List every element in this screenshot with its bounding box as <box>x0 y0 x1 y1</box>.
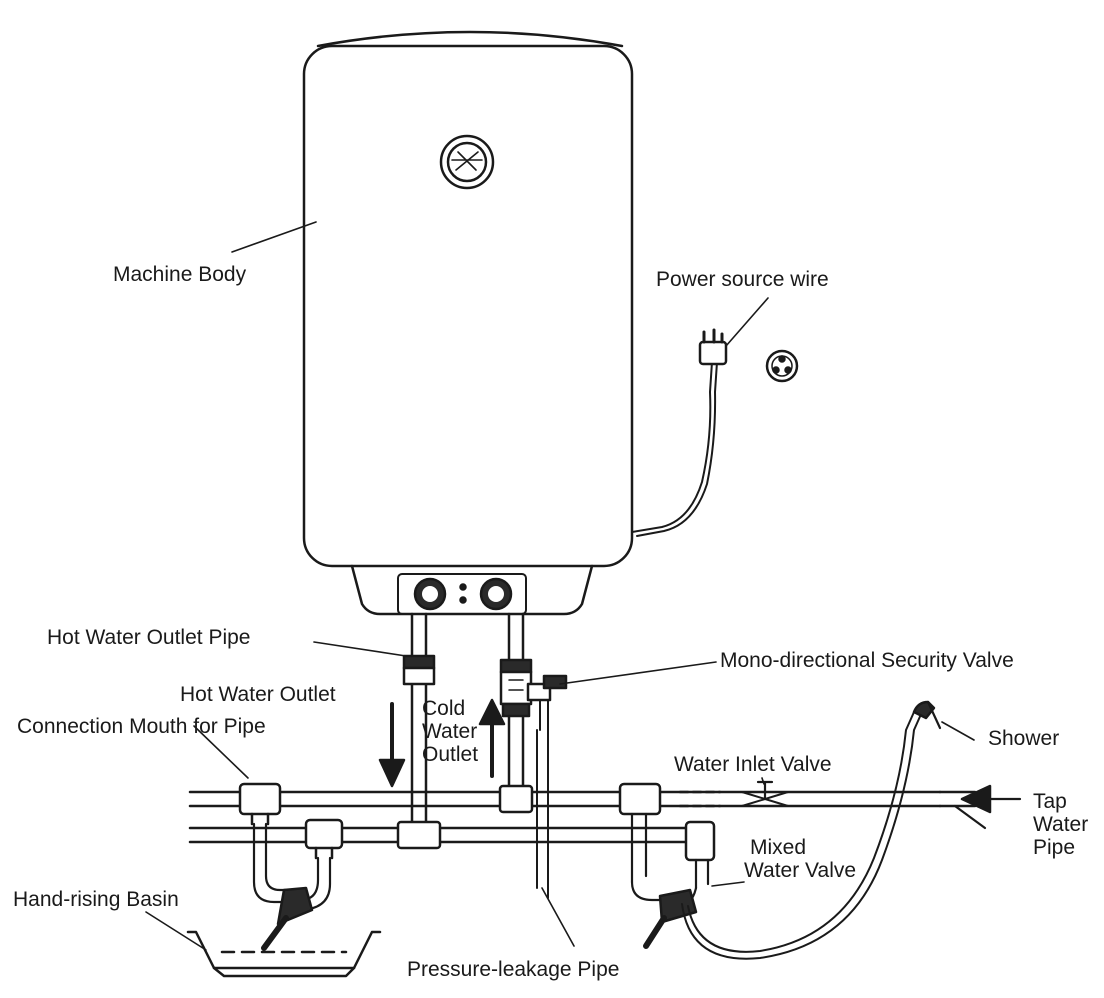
leader-connection-mouth <box>193 725 249 779</box>
power-cord <box>631 328 728 537</box>
label-hot-water-outlet: Hot Water Outlet <box>180 683 336 706</box>
hot-water-supply-pipe <box>188 820 688 850</box>
leader-lines <box>145 221 975 951</box>
label-cold-water-outlet: Cold Water Outlet <box>422 697 478 766</box>
label-pressure-leakage-pipe: Pressure-leakage Pipe <box>407 958 620 981</box>
security-valve <box>526 674 568 731</box>
label-power-source-wire: Power source wire <box>656 268 829 291</box>
label-mono-directional-security-valve: Mono-directional Security Valve <box>720 649 1014 672</box>
connection-mouth-left <box>238 782 344 860</box>
label-cold-water-outlet-line-1: Cold <box>422 697 466 720</box>
label-tap-water-pipe-line-3: Pipe <box>1033 836 1076 859</box>
label-hot-water-outlet-pipe: Hot Water Outlet Pipe <box>47 626 251 649</box>
hand-rising-basin <box>186 930 382 978</box>
label-tap-water-pipe-line-2: Water <box>1033 813 1089 836</box>
label-machine-body: Machine Body <box>113 263 247 286</box>
shower-head <box>912 700 942 730</box>
leader-hand-rising-basin <box>145 911 207 951</box>
water-inlet-valve <box>678 780 789 808</box>
power-socket <box>765 349 799 383</box>
label-mixed-water-valve: Mixed Water Valve <box>744 836 856 882</box>
leader-water-inlet-valve <box>761 777 765 785</box>
leader-security-valve <box>559 661 717 685</box>
label-cold-water-outlet-line-2: Water <box>422 720 478 743</box>
label-shower: Shower <box>988 727 1060 750</box>
cold-water-supply-pipe <box>188 784 977 814</box>
mixed-water-valve <box>630 880 698 949</box>
label-water-inlet-valve: Water Inlet Valve <box>674 753 832 776</box>
leader-mixed-water-valve <box>711 881 745 887</box>
leader-power-source-wire <box>725 297 769 347</box>
leader-hot-water-outlet-pipe <box>313 641 407 657</box>
cold-water-outlet-pipe <box>499 612 533 794</box>
connection-mouth-right <box>618 782 716 890</box>
label-hand-rising-basin: Hand-rising Basin <box>13 888 179 911</box>
label-mixed-water-valve-line-1: Mixed <box>750 836 807 859</box>
basin-tap-hoses <box>252 822 332 951</box>
label-cold-water-outlet-line-3: Outlet <box>422 743 479 766</box>
leader-shower <box>941 721 975 741</box>
label-tap-water-pipe: Tap Water Pipe <box>1033 790 1088 859</box>
shower-hose <box>681 711 923 960</box>
cold-water-up-arrow <box>478 698 506 778</box>
hot-water-outlet-pipe <box>402 612 436 837</box>
tap-water-inlet <box>953 784 1022 830</box>
machine-body-tank <box>302 30 634 568</box>
leader-machine-body <box>231 221 317 253</box>
label-tap-water-pipe-line-1: Tap <box>1033 790 1067 813</box>
control-panel <box>350 564 594 616</box>
leader-pressure-leakage-pipe <box>541 887 575 947</box>
pressure-leakage-pipe <box>536 729 549 899</box>
label-connection-mouth-for-pipe: Connection Mouth for Pipe <box>17 715 266 738</box>
hot-water-down-arrow <box>378 702 406 788</box>
label-mixed-water-valve-line-2: Water Valve <box>744 859 857 882</box>
